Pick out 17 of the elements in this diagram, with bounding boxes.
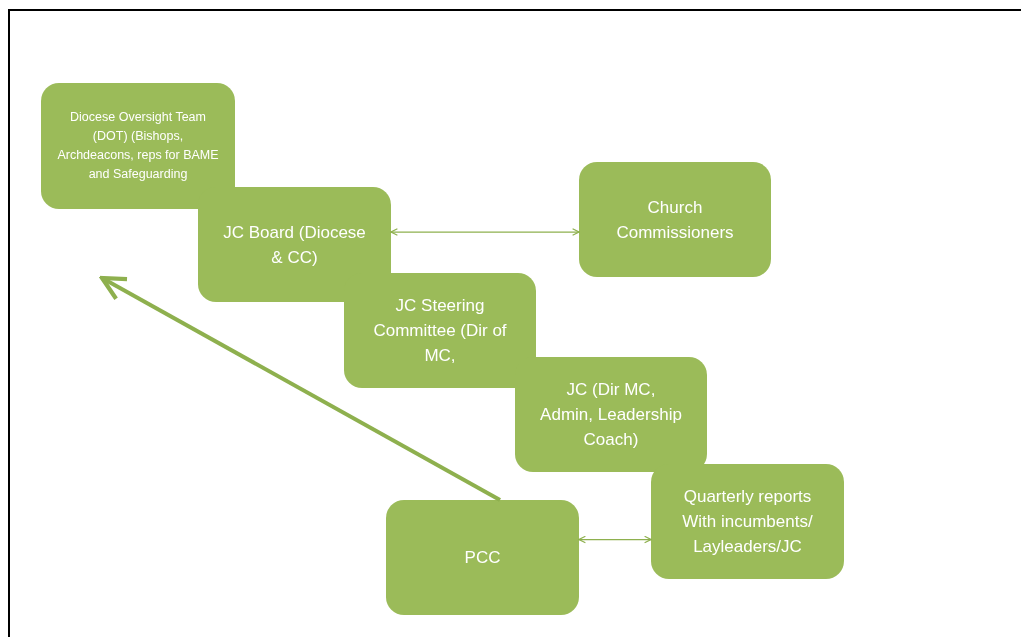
process-box	[579, 162, 771, 277]
process-box	[651, 464, 844, 579]
box-label: JC (Dir MC, Admin, Leadership Coach)	[539, 379, 683, 451]
box-label: JC Steering Committee (Dir of MC,	[372, 295, 508, 367]
box-label: Diocese Oversight Team (DOT) (Bishops, Archdeacons, reps for BAME and Safeguarding	[57, 109, 219, 183]
process-box	[41, 83, 235, 209]
process-box	[344, 273, 536, 388]
box-label: Quarterly reports With incumbents/ Layleaders/JC	[681, 486, 814, 558]
arrow	[99, 275, 501, 502]
box-label: PCC	[464, 547, 501, 569]
box-label: Church Commissioners	[615, 196, 735, 244]
process-box	[386, 500, 579, 615]
arrow	[578, 535, 652, 544]
arrow	[390, 228, 580, 236]
process-box	[515, 357, 707, 472]
process-box	[198, 187, 391, 302]
box-label: JC Board (Diocese & CC)	[222, 221, 367, 269]
